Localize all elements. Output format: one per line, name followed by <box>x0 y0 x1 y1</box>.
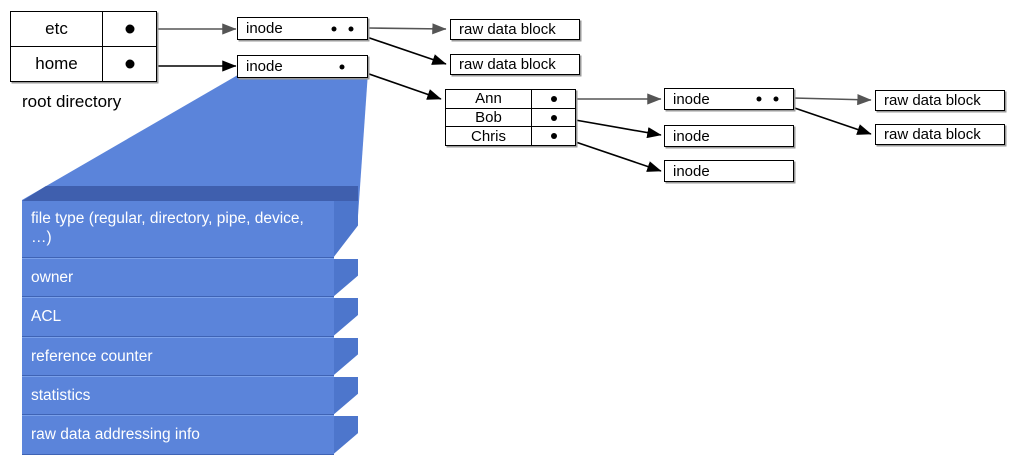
raw-data-block-etc-1[interactable]: raw data block <box>450 19 580 40</box>
inode-box-ann[interactable]: inode <box>664 88 794 110</box>
root-directory-table[interactable]: etc home <box>10 11 157 82</box>
home-entry-name: Ann <box>446 90 532 108</box>
root-entry-pointer[interactable] <box>103 12 156 46</box>
inode-label: inode <box>673 127 710 145</box>
home-entry-name: Chris <box>446 127 532 146</box>
inode-label: inode <box>673 162 710 180</box>
table-row[interactable]: Bob <box>446 108 575 128</box>
inode-pointer-dot <box>348 26 354 31</box>
home-directory-table[interactable]: Ann Bob Chris <box>445 89 576 146</box>
home-entry-name: Bob <box>446 108 532 127</box>
table-row[interactable]: home <box>11 47 156 81</box>
inode-field-statistics: statistics <box>22 375 358 416</box>
pointer-dot <box>550 114 557 121</box>
inode-pointer-dot <box>773 96 779 102</box>
raw-data-block-label: raw data block <box>459 56 556 73</box>
inode-structure-box: file type (regular, directory, pipe, dev… <box>0 186 380 464</box>
slab-side-face <box>334 337 358 375</box>
pointer-dot <box>550 133 557 140</box>
slab-side-face <box>334 416 358 454</box>
inode-field-acl: ACL <box>22 297 358 337</box>
home-entry-pointer[interactable] <box>532 127 575 145</box>
raw-data-block-label: raw data block <box>884 126 981 143</box>
inode-label: inode <box>673 90 710 108</box>
raw-data-block-ann-1[interactable]: raw data block <box>875 90 1005 111</box>
slab-side-face <box>334 200 358 257</box>
inode-box-chris[interactable]: inode <box>664 160 794 182</box>
home-entry-pointer[interactable] <box>532 90 575 108</box>
slab-side-face <box>334 258 358 297</box>
raw-data-block-etc-2[interactable]: raw data block <box>450 54 580 75</box>
inode-pointer-dot <box>756 96 762 102</box>
inode-field-label: owner <box>31 268 74 286</box>
inode-field-raw-data-addressing-info: raw data addressing info <box>22 415 358 455</box>
inode-box-top-face <box>22 186 334 201</box>
inode-field-label: reference counter <box>31 347 153 365</box>
inode-label: inode <box>246 58 283 75</box>
inode-pointer-dot <box>331 26 337 31</box>
inode-box-etc[interactable]: inode <box>237 17 368 40</box>
root-directory-caption: root directory <box>22 92 122 111</box>
inode-field-label: statistics <box>31 386 91 404</box>
pointer-dot <box>125 24 134 34</box>
root-entry-name: home <box>11 47 103 81</box>
inode-box-top-face-right <box>334 186 358 201</box>
table-row[interactable]: Chris <box>446 127 575 146</box>
pointer-dot <box>550 95 557 102</box>
wire-inode-etc-to-rdb1 <box>367 23 447 35</box>
inode-box-bob[interactable]: inode <box>664 125 794 147</box>
home-entry-pointer[interactable] <box>532 109 575 127</box>
raw-data-block-label: raw data block <box>459 21 556 38</box>
raw-data-block-ann-2[interactable]: raw data block <box>875 124 1005 145</box>
inode-field-stack: file type (regular, directory, pipe, dev… <box>22 200 358 455</box>
table-row[interactable]: etc <box>11 12 156 47</box>
inode-label: inode <box>246 20 283 37</box>
wire-inode-ann-to-rdb1 <box>792 94 872 106</box>
pointer-dot <box>125 59 134 69</box>
inode-box-home[interactable]: inode <box>237 55 368 78</box>
table-row[interactable]: Ann <box>446 90 575 109</box>
raw-data-block-label: raw data block <box>884 92 981 109</box>
inode-field-reference-counter: reference counter <box>22 336 358 376</box>
root-entry-name: etc <box>11 12 103 46</box>
inode-field-file-type: file type (regular, directory, pipe, dev… <box>22 200 358 258</box>
root-entry-pointer[interactable] <box>103 47 156 81</box>
inode-field-label: file type (regular, directory, pipe, dev… <box>31 210 304 247</box>
inode-field-label: ACL <box>31 308 62 326</box>
slab-side-face <box>334 376 358 415</box>
slab-side-face <box>334 298 358 336</box>
inode-pointer-dot <box>339 64 345 69</box>
inode-field-label: raw data addressing info <box>31 426 200 444</box>
inode-field-owner: owner <box>22 257 358 298</box>
